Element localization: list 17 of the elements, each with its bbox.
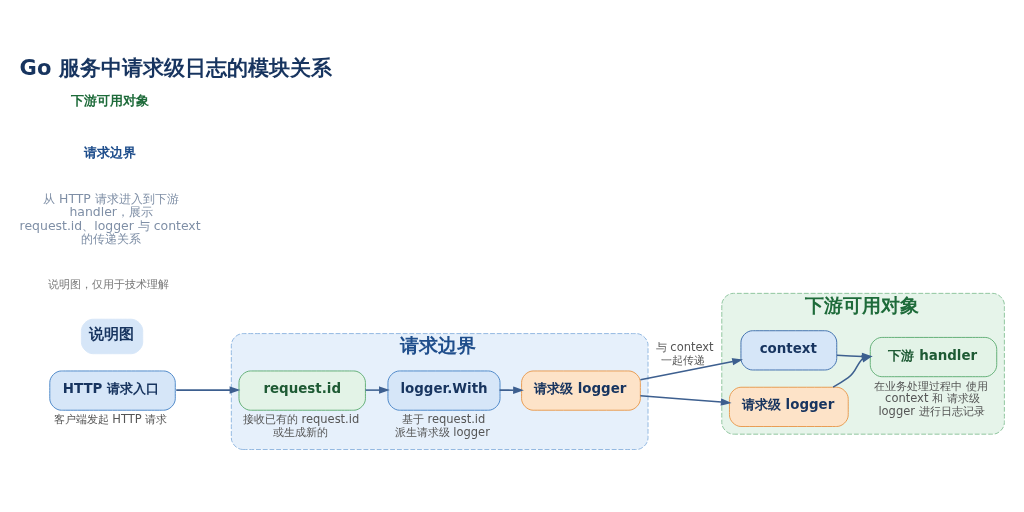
label: 从 HTTP 请求进入到下游 handler，展示 request.id、logger 与 context 的传递关系 [19, 190, 201, 246]
node-label: 在业务处理过程中 使用 context 和 请求级 logger 进行日志记录 [874, 378, 988, 418]
arrow [175, 386, 241, 394]
edge-label: 与 context 一起传递 [655, 340, 714, 367]
label: 说明图 [89, 325, 135, 344]
arrow [639, 394, 732, 406]
arrow [832, 355, 873, 388]
label: 说明图，仅用于技术理解 [48, 276, 170, 291]
diagram-title: Go 服务中请求级日志的模块关系 [19, 54, 332, 80]
arrow [639, 357, 743, 381]
label: 请求边界 [84, 145, 137, 161]
node-label: 接收已有的 request.id 或生成新的 [242, 412, 360, 439]
arrow [498, 386, 524, 394]
node-label: 基于 request.id 派生请求级 logger [394, 412, 490, 439]
arrow [364, 386, 390, 394]
node-label: 客户端发起 HTTP 请求 [53, 412, 168, 427]
label: 下游可用对象 [70, 93, 149, 109]
